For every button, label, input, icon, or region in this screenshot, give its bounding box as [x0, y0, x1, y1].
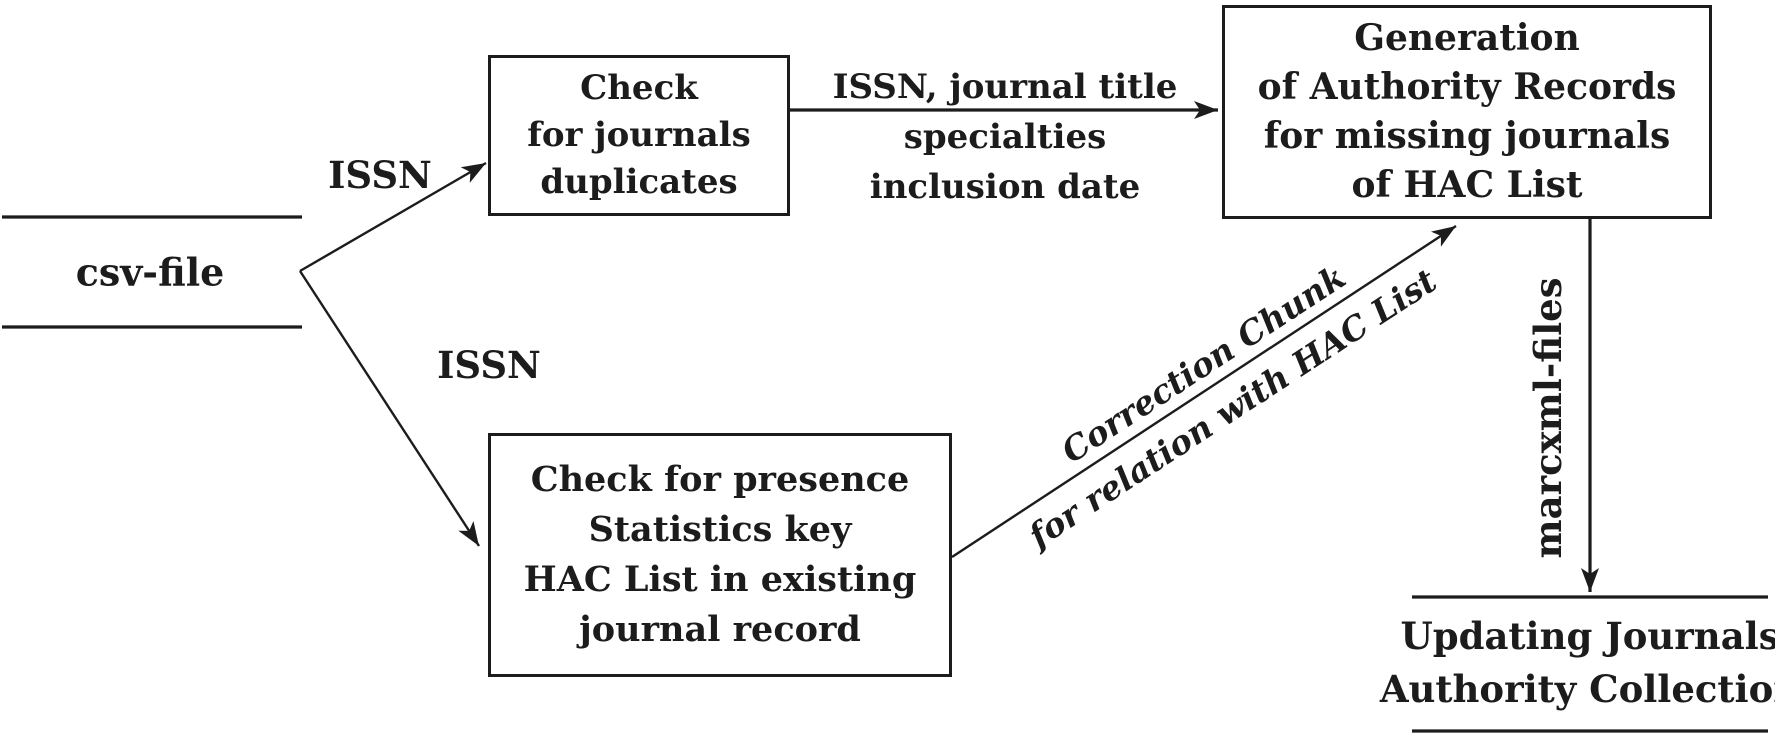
node-generation-line: for missing journals — [1263, 115, 1671, 157]
arrow-csv-to-check-duplicates — [299, 161, 487, 273]
node-generation-authority-records: Generation of Authority Records for miss… — [1222, 5, 1712, 219]
node-check-duplicates: Check for journals duplicates — [488, 55, 790, 216]
node-generation-line: Generation — [1354, 17, 1580, 59]
node-updating-authority-collection: Updating Journals Authority Collection — [1380, 610, 1775, 716]
node-generation-line: of Authority Records — [1257, 66, 1677, 108]
node-check-duplicates-line: Check — [580, 68, 698, 108]
node-check-presence-line: journal record — [579, 609, 861, 650]
edge-label-issn-top: ISSN — [328, 153, 432, 197]
edge-label-marcxml-files: marcxml-files — [1526, 277, 1570, 559]
node-check-presence-line: Statistics key — [588, 509, 852, 550]
node-check-presence: Check for presence Statistics key HAC Li… — [488, 433, 952, 677]
node-check-duplicates-line: for journals — [527, 115, 751, 155]
arrow-presence-to-generation — [951, 224, 1457, 559]
node-generation-line: of HAC List — [1351, 164, 1583, 206]
edge-label-duplicates-to-generation: ISSN, journal title specialties inclusio… — [788, 62, 1222, 212]
edge-label-line: inclusion date — [869, 167, 1141, 207]
edge-label-issn-bottom: ISSN — [437, 343, 541, 387]
arrow-csv-to-check-presence — [298, 270, 481, 547]
edge-label-line: ISSN, journal title — [832, 67, 1178, 107]
node-updating-line: Authority Collection — [1379, 667, 1775, 711]
node-check-presence-line: HAC List in existing — [523, 559, 917, 600]
node-check-presence-line: Check for presence — [530, 459, 910, 500]
node-csv-file: csv-file — [75, 249, 225, 295]
edge-label-line: specialties — [903, 117, 1107, 157]
node-check-duplicates-line: duplicates — [540, 162, 738, 202]
node-updating-line: Updating Journals — [1400, 614, 1775, 658]
